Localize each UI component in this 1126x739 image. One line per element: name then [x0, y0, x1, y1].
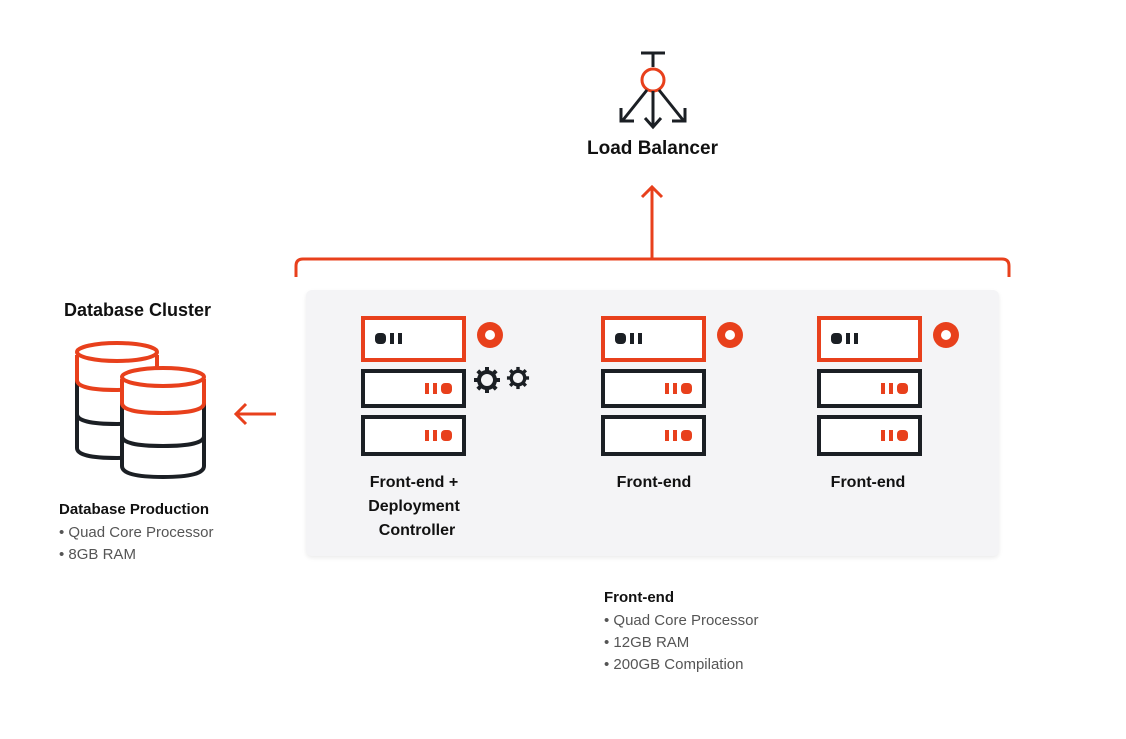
server-label-1-line-2: Deployment — [368, 498, 460, 515]
frontend-spec-ram: • 12GB RAM — [604, 634, 690, 651]
arrow-left-icon — [233, 402, 276, 426]
database-cluster-title: Database Cluster — [64, 300, 212, 320]
server-label-2: Front-end — [579, 471, 729, 495]
server-label-3: Front-end — [793, 471, 943, 495]
gears-icon — [472, 365, 531, 395]
database-specs: • Quad Core Processor • 8GB RAM — [59, 522, 213, 566]
server-label-1: Front-end + Deployment Controller — [339, 471, 489, 543]
frontend-specs: • Quad Core Processor • 12GB RAM • 200GB… — [604, 610, 758, 676]
database-spec-cpu: • Quad Core Processor — [59, 524, 214, 541]
server-label-2-line-1: Front-end — [616, 474, 692, 491]
load-balancer-label: Load Balancer — [587, 138, 718, 159]
database-spec-ram: • 8GB RAM — [59, 546, 136, 563]
frontend-spec-storage: • 200GB Compilation — [604, 656, 744, 673]
frontend-spec-cpu: • Quad Core Processor — [604, 612, 759, 629]
server-icon-2 — [601, 316, 745, 456]
server-icon-3 — [817, 316, 961, 456]
server-label-3-line-1: Front-end — [830, 474, 906, 491]
database-spec-title: Database Production — [59, 501, 210, 518]
frontend-spec-title: Front-end — [604, 589, 674, 606]
arrow-up-icon — [640, 184, 664, 259]
server-label-1-line-1: Front-end + — [369, 474, 459, 491]
server-label-1-line-3: Controller — [378, 522, 456, 539]
